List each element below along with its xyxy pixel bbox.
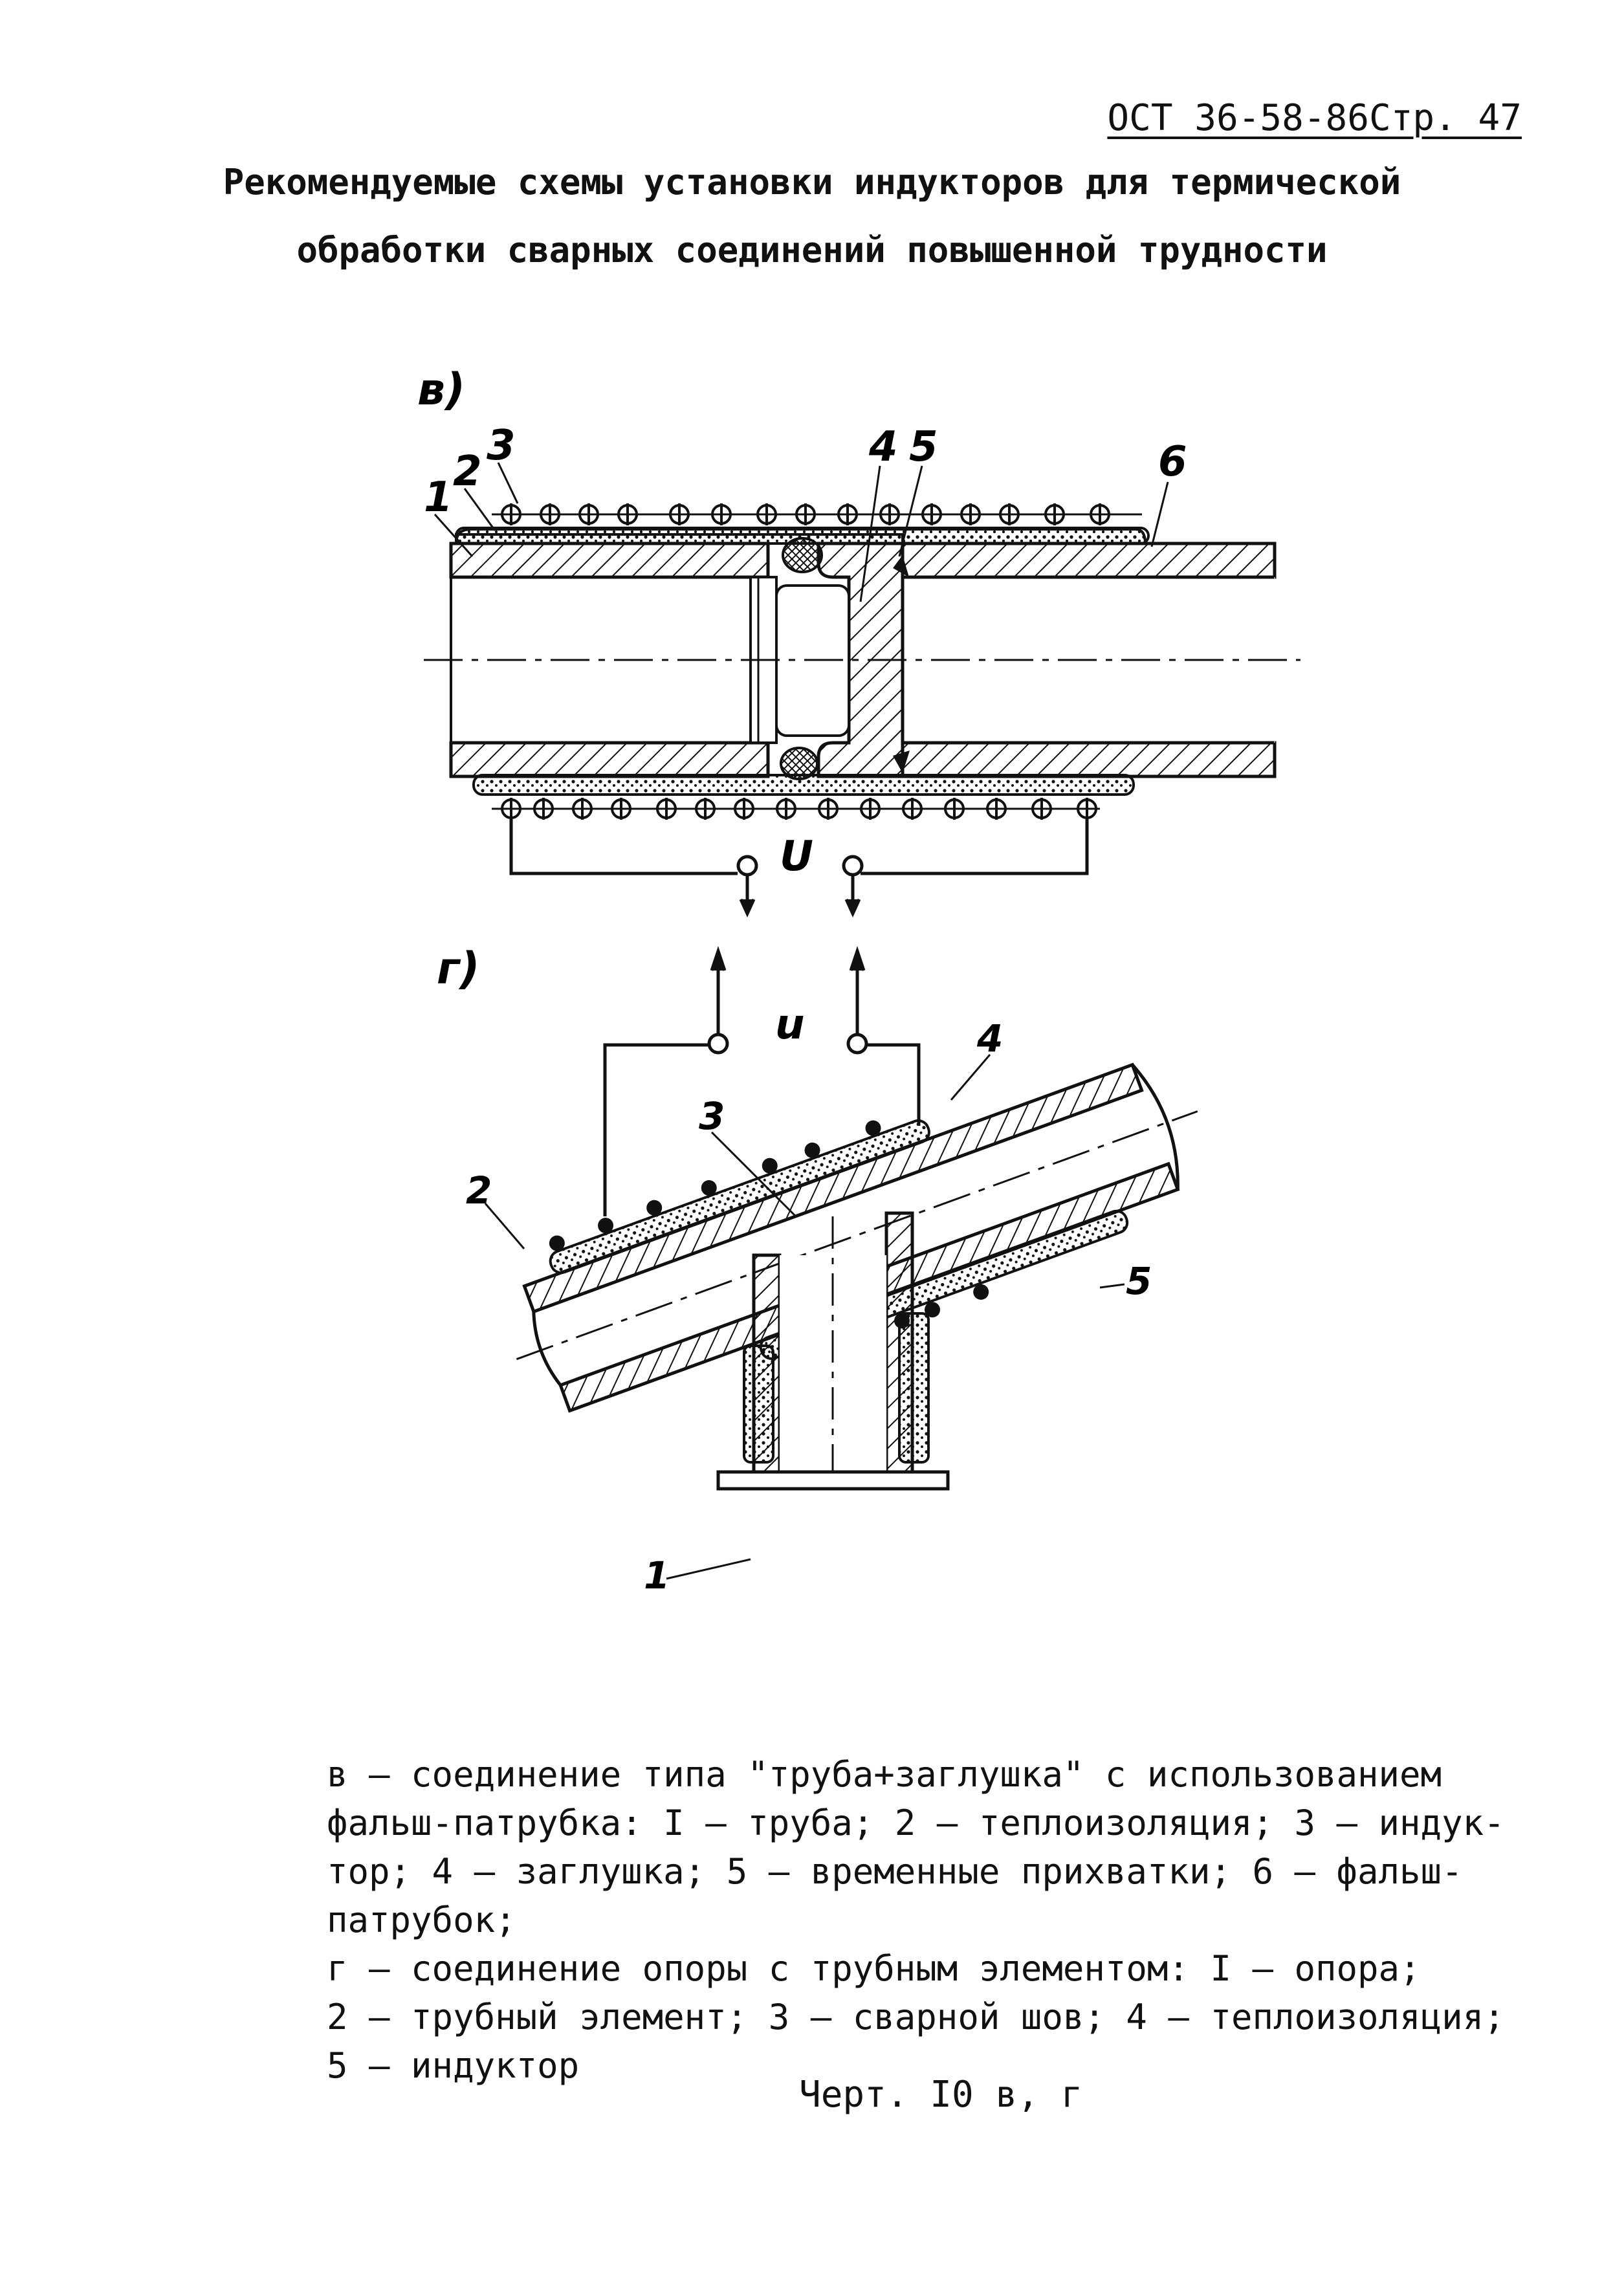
plug: [817, 542, 905, 778]
document-reference: ОСТ 36-58-86Стр. 47: [1107, 97, 1522, 139]
leader-lines-g: [484, 1054, 1125, 1580]
caption-line-7: 5 – индуктор: [327, 2045, 580, 2086]
callout-b-4: 4: [868, 423, 898, 471]
weld-top: [782, 537, 823, 573]
callout-b-6: 6: [1158, 438, 1187, 486]
power-leads-g: [603, 946, 921, 1216]
tack-weld-bottom: [893, 751, 910, 773]
power-leads-b: [509, 819, 1089, 918]
caption-line-5: г – соединение опоры с трубным элементом…: [327, 1948, 1421, 1989]
callout-g-3: 3: [699, 1094, 725, 1138]
inclined-pipe: [516, 1062, 1198, 1413]
caption-line-4: патрубок;: [327, 1900, 516, 1940]
leader-lines-b: [433, 462, 1169, 602]
callout-b-3: 3: [487, 422, 516, 470]
figure-b-label: в): [417, 364, 465, 415]
figure-b: в): [417, 364, 1300, 918]
pipe-wall-bottom: [449, 741, 770, 778]
false-nozzle-wall-bottom: [901, 741, 1277, 778]
caption-line-2: фальш-патрубка: I – труба; 2 – теплоизол…: [327, 1803, 1505, 1843]
caption-line-6: 2 – трубный элемент; 3 – сварной шов; 4 …: [327, 1997, 1505, 2037]
callout-b-2: 2: [453, 448, 482, 496]
inductor-top: [492, 503, 1142, 525]
page-title-line-2: обработки сварных соединений повышенной …: [296, 230, 1328, 270]
figure-g-label: г): [437, 943, 480, 994]
callouts-g: 1 2 3 4 5: [466, 1016, 1152, 1597]
callout-g-4: 4: [976, 1016, 1003, 1060]
callout-g-5: 5: [1126, 1259, 1152, 1303]
drawing-number: Черт. I0 в, г: [799, 2074, 1083, 2116]
callout-b-1: 1: [424, 474, 453, 521]
false-nozzle-wall-top: [901, 542, 1277, 579]
support-tube: [716, 1211, 950, 1491]
caption-line-1: в – соединение типа "труба+заглушка" с и…: [327, 1754, 1442, 1795]
callout-g-1: 1: [644, 1553, 670, 1597]
page-title-line-1: Рекомендуемые схемы установки индукторов…: [223, 162, 1401, 203]
callout-b-5: 5: [909, 423, 938, 471]
voltage-label-b: U: [780, 833, 813, 881]
callouts-b: 1 2 3 4 5 6: [424, 422, 1187, 521]
voltage-label-g: u: [775, 1001, 805, 1049]
inductor-bottom: [492, 798, 1100, 820]
caption-line-3: тор; 4 – заглушка; 5 – временные прихват…: [327, 1851, 1463, 1892]
tack-weld-top: [893, 555, 909, 577]
weld-bottom: [780, 747, 818, 780]
pipe-wall-top: [449, 542, 770, 579]
figure-g: г) u: [437, 943, 1198, 1597]
